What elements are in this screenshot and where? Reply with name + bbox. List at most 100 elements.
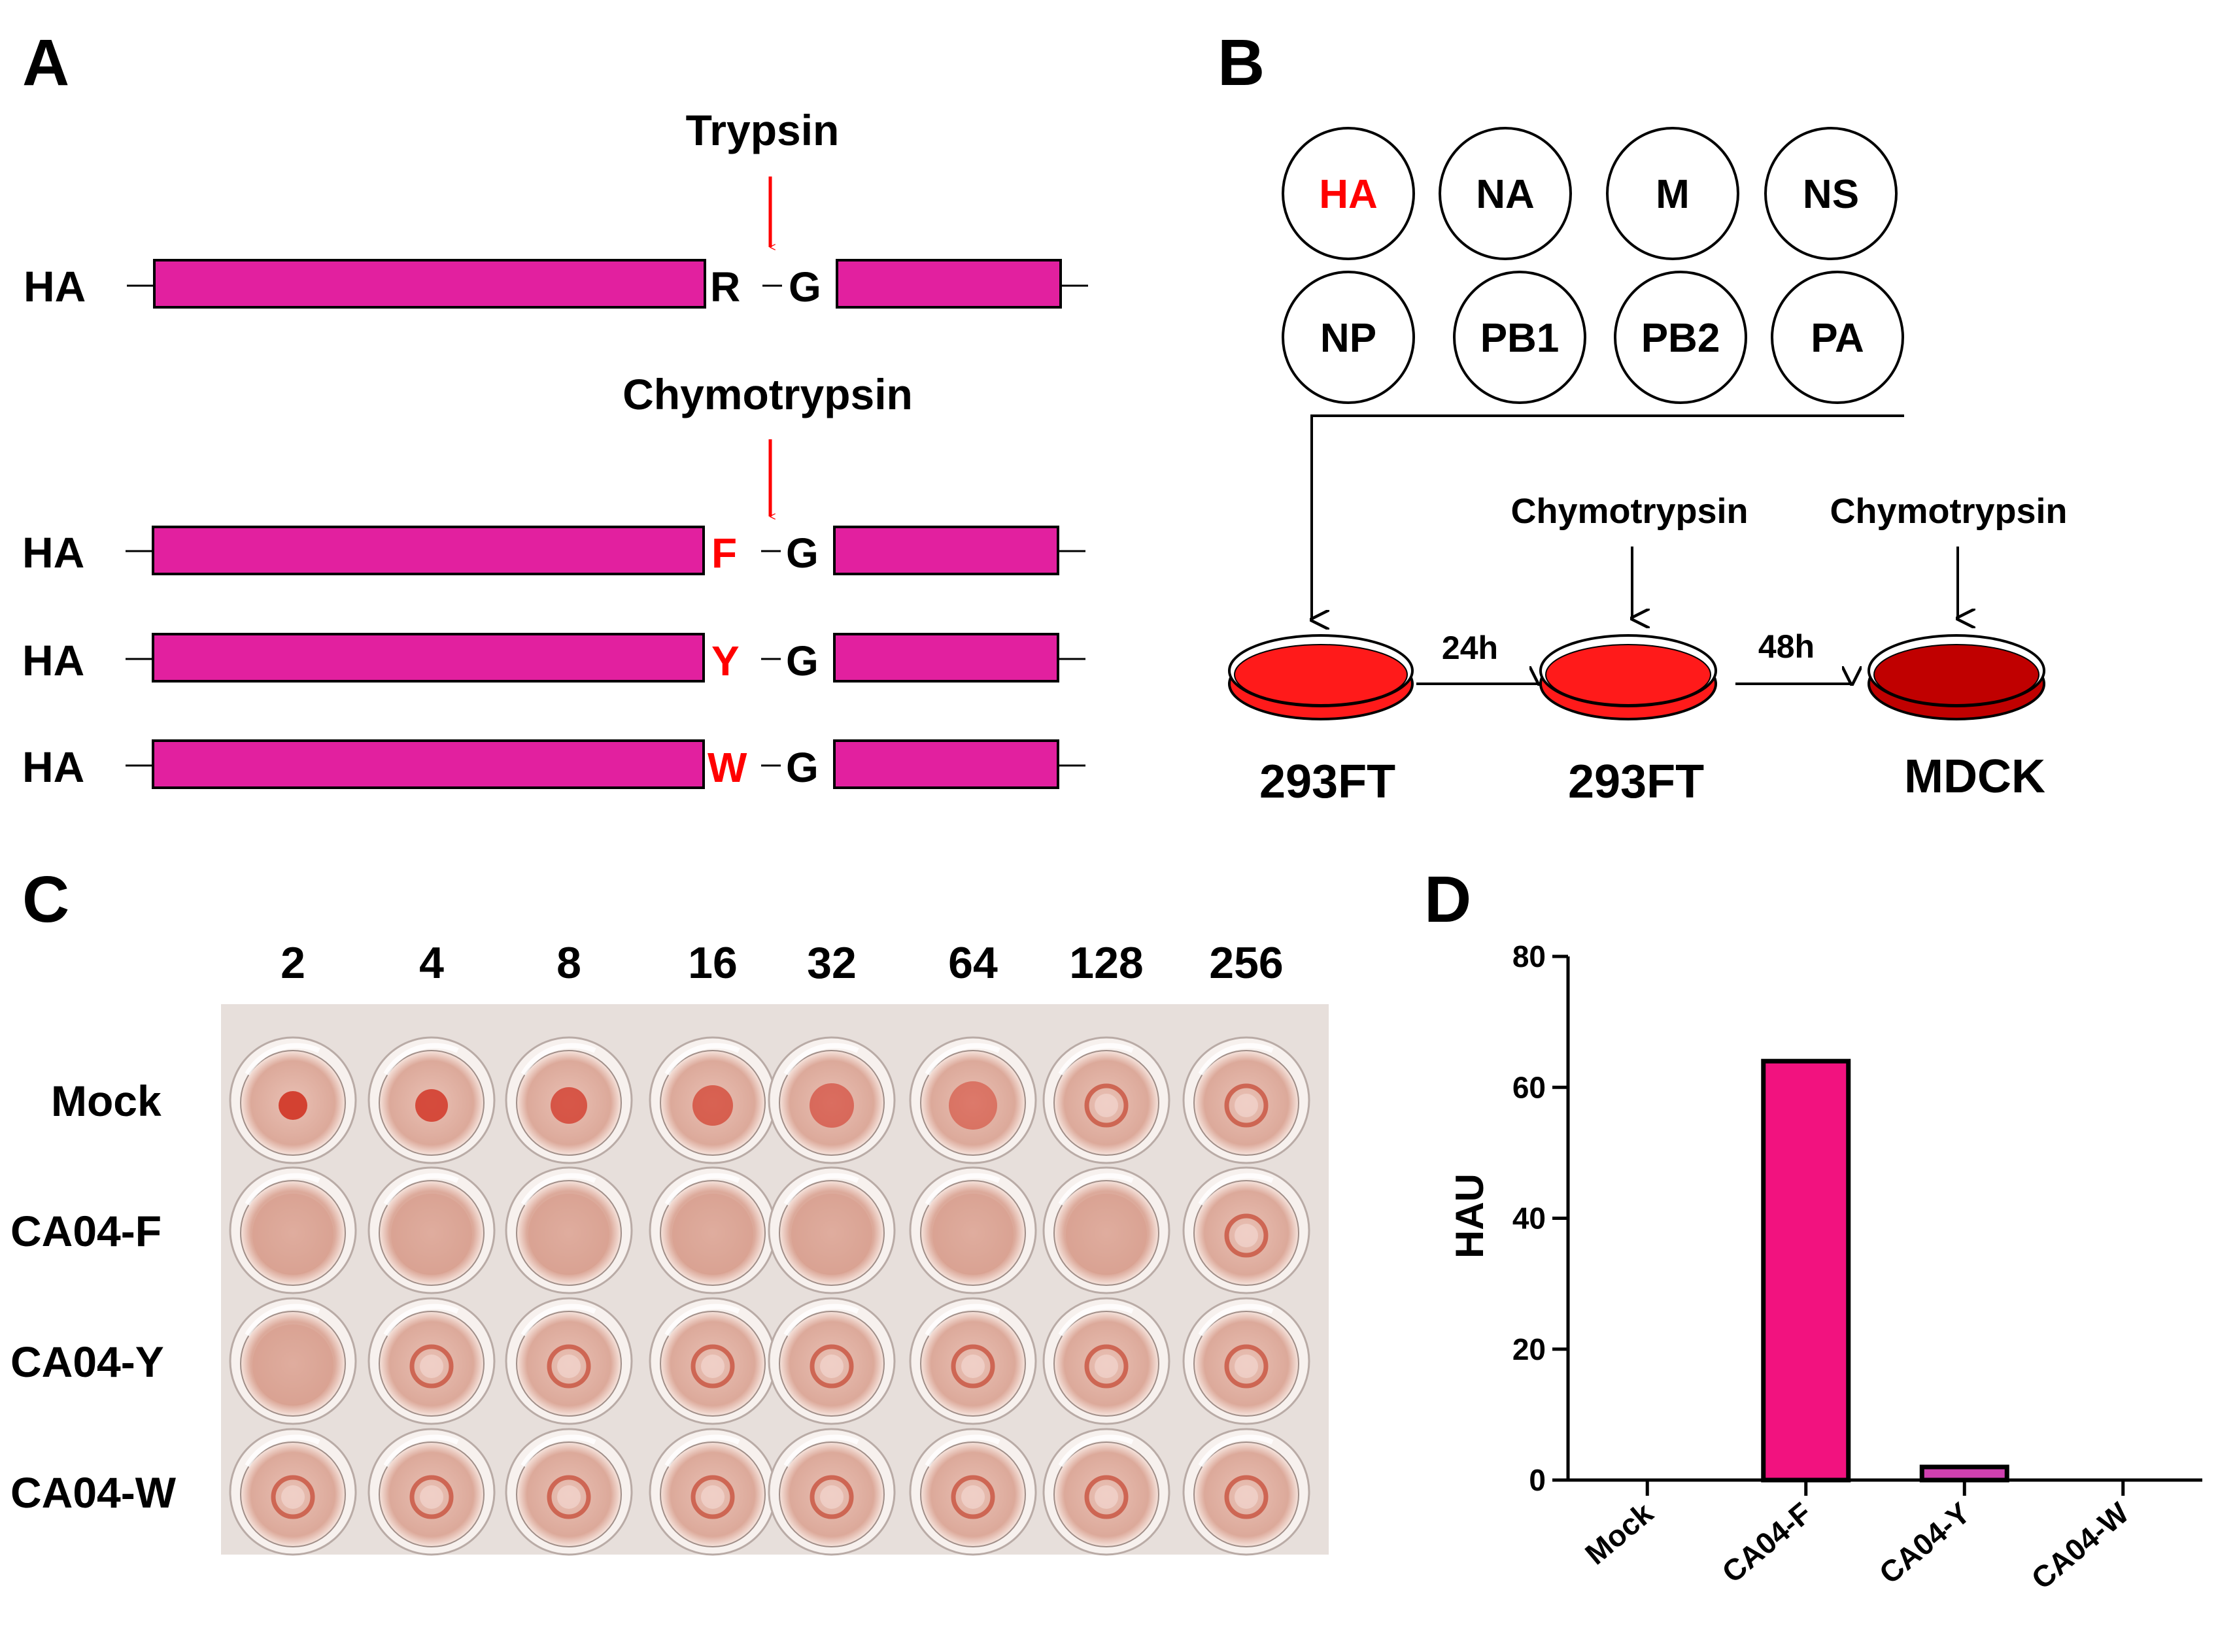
y-tick-label: 40: [1512, 1202, 1546, 1236]
ha1-domain-bar: [152, 633, 705, 683]
y-tick-label: 60: [1512, 1070, 1546, 1104]
row-label-ca04-w: CA04-W: [10, 1468, 177, 1517]
cell-label-293ft-2: 293FT: [1568, 756, 1704, 808]
ha-segment-label: HA: [22, 743, 84, 791]
well: [367, 1036, 496, 1164]
well: [367, 1428, 496, 1556]
y-axis-title: HAU: [1448, 1173, 1492, 1258]
x-category-label-mock: Mock: [1578, 1496, 1660, 1572]
dish-mdck-infection: [1868, 634, 2045, 720]
well: [229, 1036, 357, 1164]
dilution-label-4: 4: [419, 938, 444, 988]
y-tick-label: 20: [1512, 1332, 1546, 1366]
glycine-residue: G: [786, 744, 819, 791]
plasmid-circle: [1282, 271, 1415, 404]
bar-ca04-y: [1919, 1464, 2009, 1483]
well: [909, 1297, 1037, 1425]
ha-construct-f: HA F G: [22, 526, 1085, 577]
plasmid-label-m: M: [1656, 172, 1690, 217]
plasmid-circle: [1439, 127, 1572, 260]
ha-segment-label: HA: [22, 528, 84, 577]
dish-293ft-passage: [1539, 634, 1717, 720]
well: [649, 1297, 777, 1425]
chymotrypsin-label-step3: Chymotrypsin: [1830, 492, 2067, 531]
ha2-domain-bar: [833, 526, 1059, 575]
dilution-label-2: 2: [281, 938, 305, 988]
panel-a: A Trypsin HA R G Chymotrypsin HA F G: [22, 26, 1088, 791]
ha1-domain-bar: [153, 259, 706, 309]
well: [1042, 1428, 1170, 1556]
interval-label-48h: 48h: [1758, 628, 1815, 665]
plasmid-circle: [1606, 127, 1739, 260]
ha-construct-trypsin: Trypsin HA R G: [24, 106, 1088, 311]
x-category-label-ca04-f: CA04-F: [1715, 1496, 1818, 1589]
well: [1182, 1166, 1310, 1294]
ha2-domain-bar: [836, 259, 1062, 309]
panel-d-letter: D: [1424, 863, 1471, 936]
well: [1042, 1166, 1170, 1294]
plasmid-circle: [1614, 271, 1747, 404]
dilution-label-8: 8: [556, 938, 581, 988]
chymotrypsin-label-step2: Chymotrypsin: [1510, 492, 1748, 531]
plasmid-label-pb2: PB2: [1641, 316, 1720, 361]
glycine-residue: G: [786, 637, 819, 684]
dilution-label-256: 256: [1209, 938, 1283, 988]
plasmid-circle: [1764, 127, 1898, 260]
panel-b-letter: B: [1218, 26, 1265, 99]
dilution-label-64: 64: [948, 938, 998, 988]
plasmid-label-ha: HA: [1319, 172, 1378, 217]
cleavage-residue-y: Y: [711, 637, 740, 684]
plate-wells: [229, 1036, 1310, 1556]
dish-293ft-transfection: [1228, 634, 1414, 720]
well: [768, 1428, 896, 1556]
ha-segment-label: HA: [24, 262, 86, 311]
trypsin-label: Trypsin: [686, 106, 840, 154]
plasmid-label-na: NA: [1476, 172, 1535, 217]
bar-ca04-f: [1761, 1058, 1851, 1483]
ha1-domain-bar: [152, 739, 705, 789]
x-category-label-ca04-y: CA04-Y: [1873, 1496, 1977, 1591]
well: [1182, 1036, 1310, 1164]
well: [229, 1166, 357, 1294]
chymotrypsin-label: Chymotrypsin: [623, 370, 913, 418]
well: [367, 1166, 496, 1294]
plasmid-label-ns: NS: [1803, 172, 1859, 217]
interval-label-24h: 24h: [1442, 630, 1498, 666]
y-tick-label: 0: [1529, 1463, 1546, 1497]
well: [649, 1036, 777, 1164]
well: [909, 1036, 1037, 1164]
row-label-ca04-f: CA04-F: [10, 1207, 162, 1255]
well: [505, 1297, 633, 1425]
well: [505, 1166, 633, 1294]
well: [1182, 1428, 1310, 1556]
plasmid-circle: [1771, 271, 1904, 404]
plasmid-label-pa: PA: [1811, 316, 1864, 361]
glycine-residue: G: [786, 530, 819, 577]
plasmid-circle: [1453, 271, 1586, 404]
well: [768, 1036, 896, 1164]
cleavage-residue-w: W: [708, 744, 747, 791]
well: [367, 1297, 496, 1425]
well: [1042, 1036, 1170, 1164]
well: [649, 1166, 777, 1294]
plasmid-circle: [1282, 127, 1415, 260]
ha-segment-label: HA: [22, 636, 84, 684]
well: [229, 1297, 357, 1425]
dilution-label-128: 128: [1069, 938, 1143, 988]
cleavage-residue-r: R: [710, 263, 740, 311]
cleavage-residue-f: F: [711, 530, 737, 577]
well: [1042, 1297, 1170, 1425]
cell-label-293ft-1: 293FT: [1259, 756, 1395, 808]
ha-construct-y: HA Y G: [22, 633, 1085, 684]
well: [768, 1297, 896, 1425]
x-category-label-ca04-w: CA04-W: [2025, 1495, 2136, 1596]
plasmid-grid: HA NA M NS NP PB1 PB2 PA: [1282, 127, 1904, 404]
plasmid-label-np: NP: [1320, 316, 1376, 361]
well: [909, 1428, 1037, 1556]
plasmid-label-pb1: PB1: [1480, 316, 1560, 361]
dilution-label-16: 16: [688, 938, 738, 988]
panel-a-letter: A: [22, 26, 69, 99]
